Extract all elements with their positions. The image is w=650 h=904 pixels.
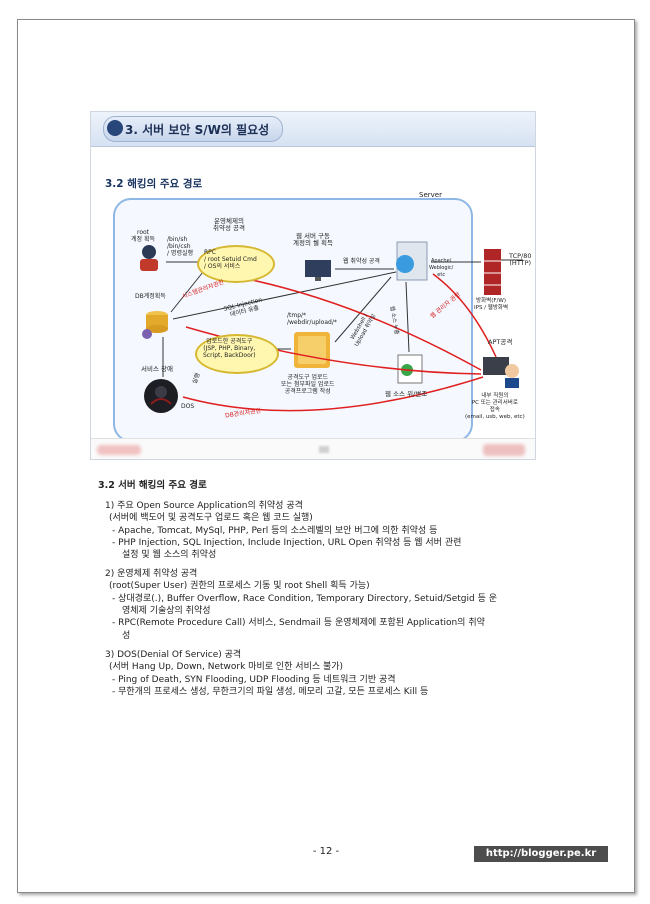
doc-line-9: 영체제 기술상의 취약성 — [122, 606, 211, 616]
web-monitor-icon — [305, 260, 331, 281]
slide-title-bar: 3. 서버 보안 S/W의 필요성 — [91, 112, 535, 147]
label-root: root 계정 획득 — [131, 229, 155, 243]
rpc-oval — [197, 245, 275, 283]
doc-line-4: - PHP Injection, SQL Injection, Include … — [112, 538, 462, 548]
label-firewall: 방화벽(F/W) IPS / 웹방화벽 — [474, 298, 509, 311]
doc-line-5: 설정 및 웹 소스의 취약성 — [122, 550, 217, 560]
slide-image: 3. 서버 보안 S/W의 필요성 3.2 해킹의 주요 경로 Server — [90, 111, 536, 460]
label-tool-upload: 공격도구 업로드 또는 첨부파일 업로드 공격프로그램 작성 — [281, 374, 335, 395]
doc-line-6: 2) 운영체제 취약성 공격 — [105, 569, 198, 579]
doc-line-7: (root(Super User) 권한의 프로세스 기동 및 root She… — [109, 581, 370, 591]
label-rpc: RPC / root Setuid Cmd / OS의 서비스 — [204, 249, 257, 270]
label-service-outage: 서비스 장애 — [141, 365, 173, 373]
dos-hacker-icon — [144, 379, 178, 413]
page-number: - 12 - — [312, 846, 340, 857]
label-webshell-upload: /tmp/* /webdir/upload/* — [287, 312, 337, 326]
database-icon — [142, 311, 168, 339]
label-os-vuln: 운영체제의 취약성 공격 — [213, 217, 245, 232]
label-dos: DOS — [181, 403, 195, 410]
label-web-vuln: 웹 취약성 공격 — [343, 258, 380, 265]
doc-line-14: - Ping of Death, SYN Flooding, UDP Flood… — [112, 675, 396, 685]
doc-line-13: (서버 Hang Up, Down, Network 마비로 인한 서비스 불가… — [109, 662, 344, 672]
label-tcp: TCP/80 (HTTP) — [509, 252, 532, 267]
server-label: Server — [419, 191, 442, 199]
firewall-icon — [484, 249, 501, 295]
doc-line-8: - 상대경로(.), Buffer Overflow, Race Conditi… — [112, 594, 498, 604]
section-heading: 3.2 서버 해킹의 주요 경로 — [98, 480, 207, 491]
label-apt: APT공격 — [488, 338, 513, 346]
watermark: http://blogger.pe.kr — [474, 846, 608, 862]
slide-footer — [91, 438, 535, 459]
label-web-tamper: 웹 소스 위/변조 — [385, 390, 428, 398]
doc-line-11: 성 — [122, 631, 131, 641]
doc-line-3: - Apache, Tomcat, MySql, PHP, Perl 등의 소스… — [112, 526, 438, 536]
slide-title: 3. 서버 보안 S/W의 필요성 — [125, 123, 270, 137]
document-page: 3. 서버 보안 S/W의 필요성 3.2 해킹의 주요 경로 Server — [17, 19, 635, 893]
doc-line-12: 3) DOS(Denial Of Service) 공격 — [105, 650, 242, 660]
tools-oval — [195, 334, 279, 374]
label-web-shell: 웹 서버 구동 계정의 쉘 획득 — [293, 232, 334, 247]
label-tools: 업로드한 공격도구 (JSP, PHP, Binary, Script, Bac… — [203, 338, 256, 359]
slide-subtitle: 3.2 해킹의 주요 경로 — [105, 178, 203, 190]
doc-line-15: - 무한개의 프로세스 생성, 무한크기의 파일 생성, 메모리 고갈, 모든 … — [112, 687, 429, 697]
folder-icon — [294, 332, 330, 368]
logo-left — [97, 445, 141, 455]
label-insider: 내부 직원의 PC 또는 관리서버로 접속 (email, usb, web, … — [465, 393, 525, 420]
apt-user-icon — [483, 357, 519, 388]
label-db-gain: DB계정획득 — [135, 293, 166, 300]
label-apache: Apache/ Weblogic/ etc — [429, 258, 454, 278]
logo-right — [483, 444, 525, 456]
label-shell-paths: /bin/sh /bin/csh / 명령실행 — [167, 236, 194, 257]
doc-line-1: 1) 주요 Open Source Application의 취약성 공격 — [105, 501, 303, 511]
hacker-icon — [140, 245, 158, 271]
doc-line-10: - RPC(Remote Procedure Call) 서비스, Sendma… — [112, 618, 485, 628]
web-server-icon — [396, 241, 428, 281]
doc-line-2: (서버에 백도어 및 공격도구 업로드 혹은 웹 코드 실행) — [109, 513, 313, 523]
